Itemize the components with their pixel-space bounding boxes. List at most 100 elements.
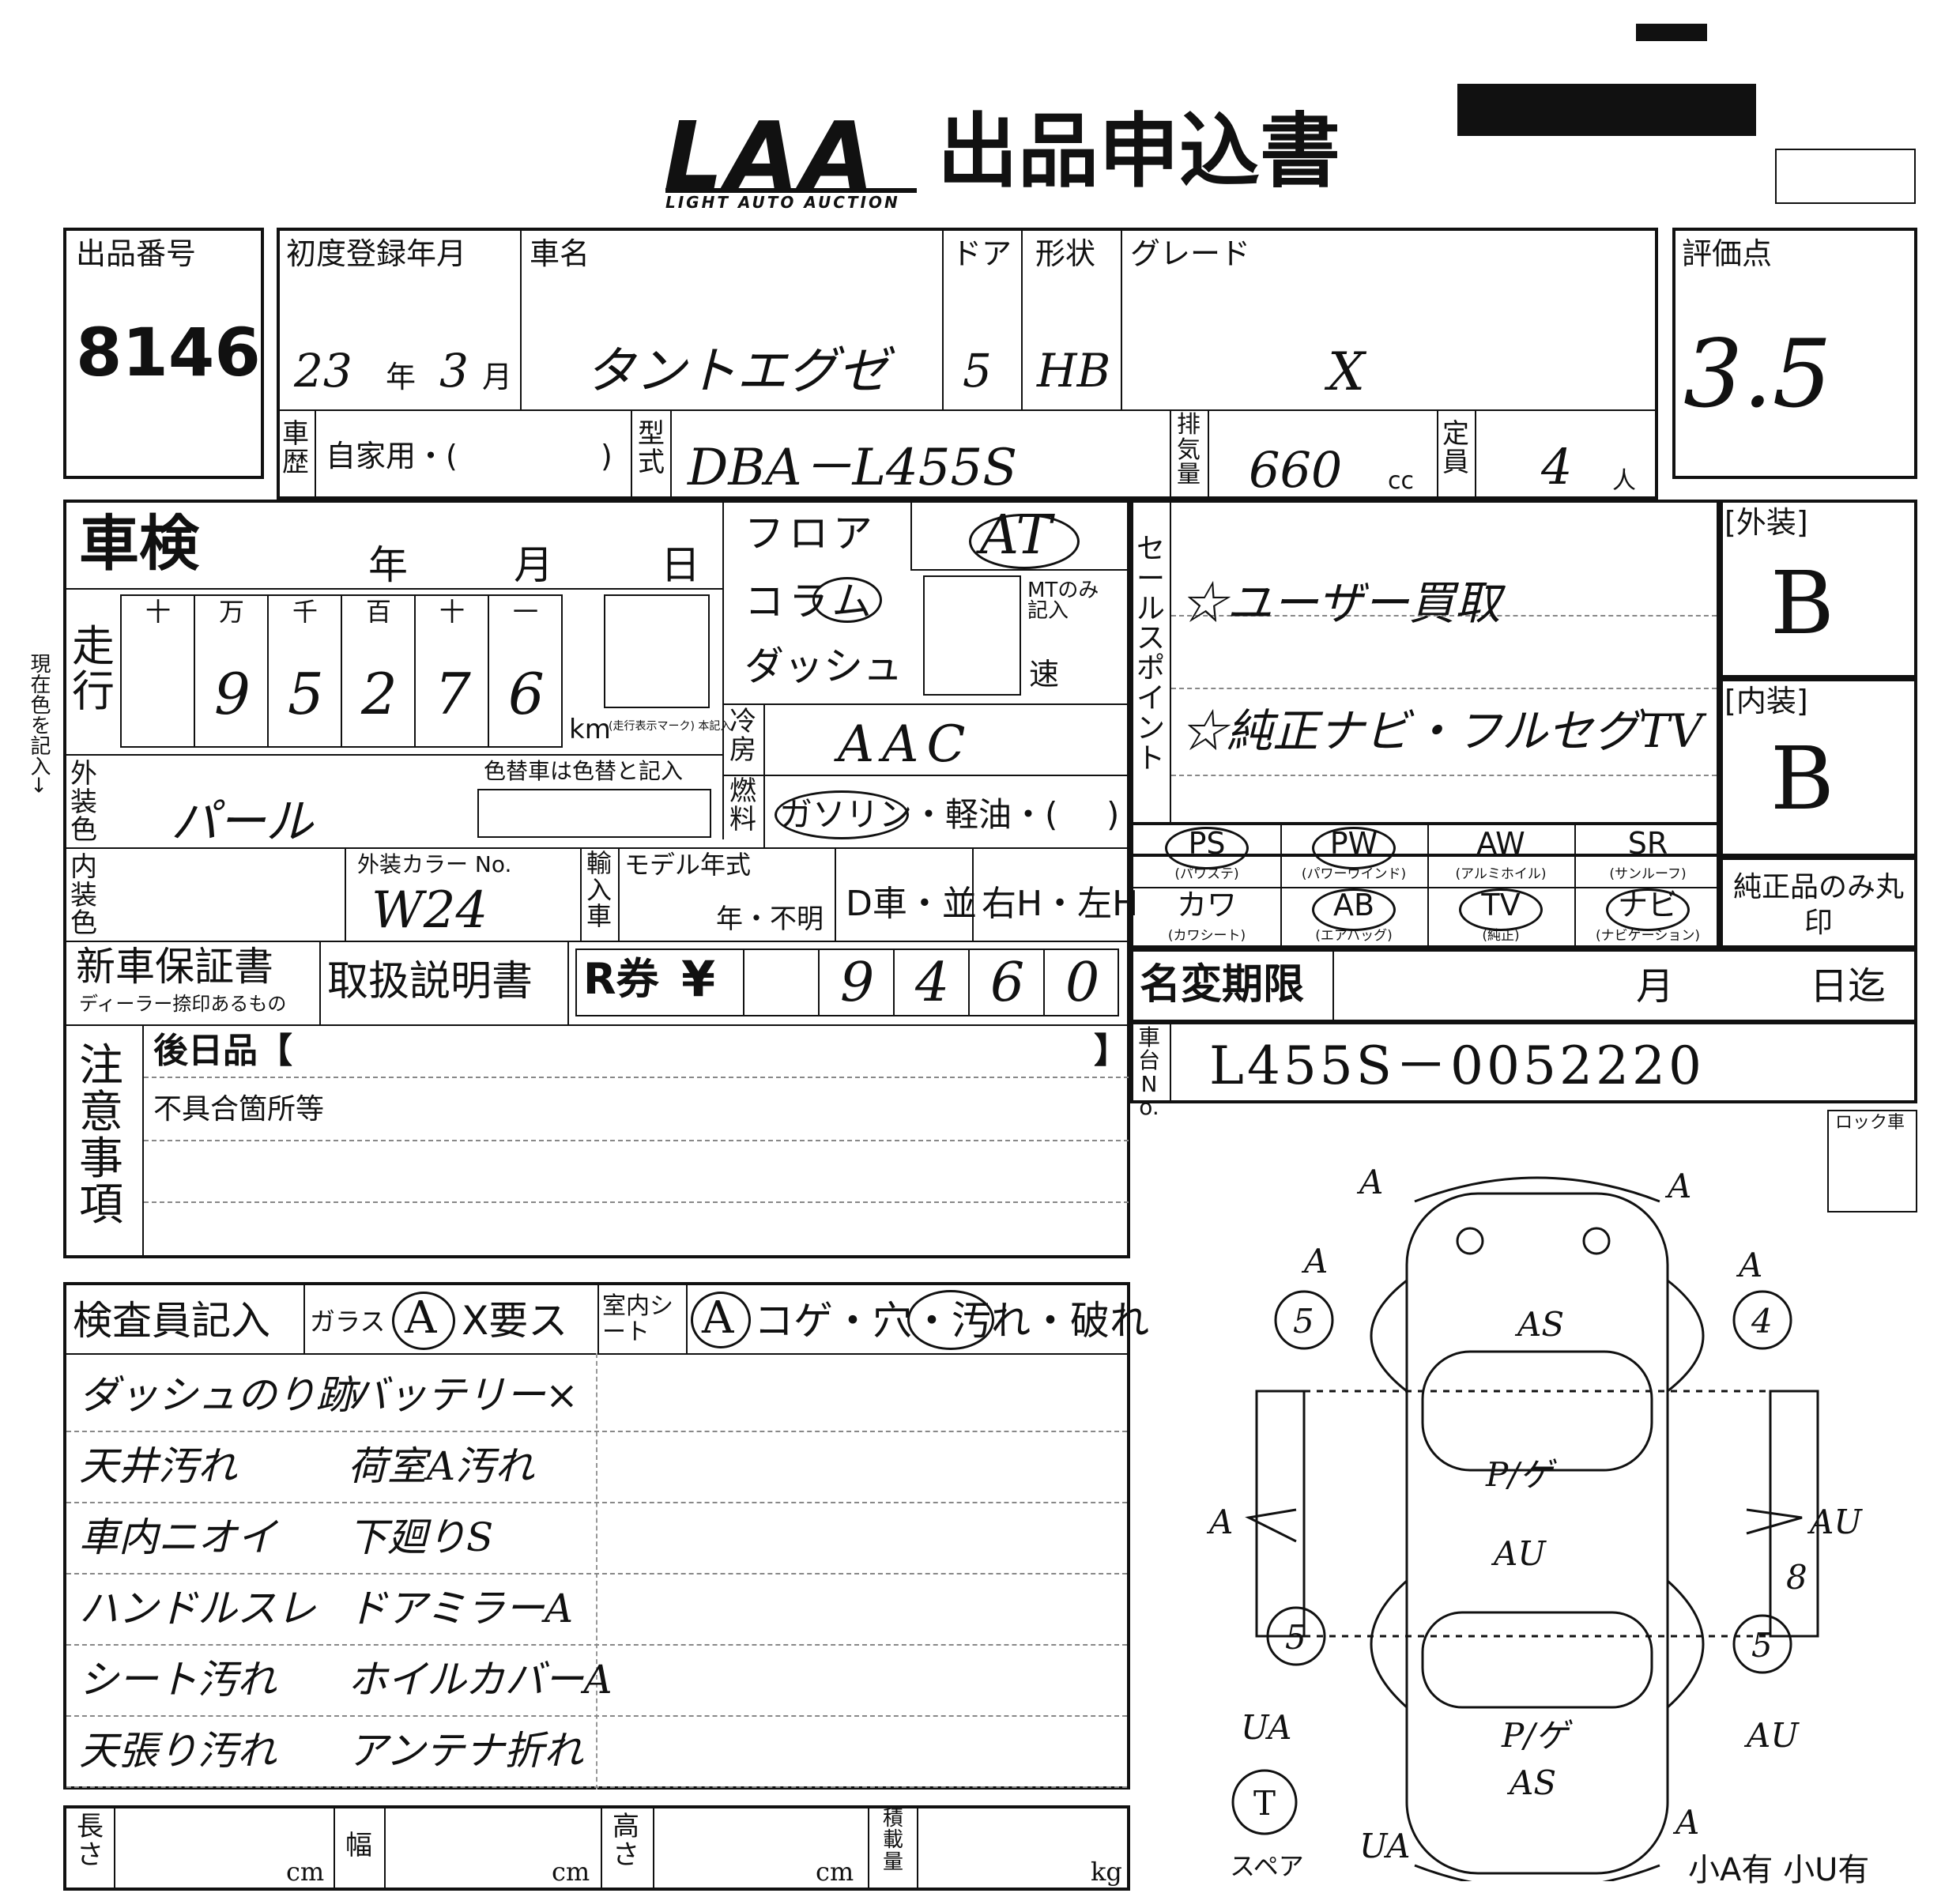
displacement-value: 660: [1249, 441, 1343, 499]
sales-point-label: セールスポイント: [1136, 533, 1165, 775]
inspection-day: 日: [661, 542, 700, 588]
left-rear-wheel-arch: [1370, 1579, 1408, 1709]
seat-circle: [691, 1292, 751, 1348]
equipment-box: [1130, 822, 1720, 948]
notes-later-close: 】: [1094, 1031, 1129, 1071]
form-title: 出品申込書: [937, 105, 1340, 199]
logo-underline: [665, 188, 917, 193]
inspector-note-left: ハンドルスレ: [79, 1586, 316, 1631]
equipment-sub: (カワシート): [1167, 928, 1246, 944]
shape-value: HB: [1037, 344, 1111, 398]
spare-tire: [1231, 1769, 1298, 1835]
score-box: [1672, 228, 1917, 479]
sales-point-box: [1130, 500, 1720, 857]
redacted-barcode: [1457, 84, 1756, 136]
model-label: 型式: [638, 418, 665, 478]
equipment-sub: (エアバッグ): [1315, 928, 1393, 944]
height-label: 高さ: [612, 1811, 639, 1871]
vehicle-info-box: [277, 228, 1658, 500]
tire-mark-front-left: 5: [1293, 1302, 1314, 1341]
damage-mark-roof-au: AU: [1491, 1534, 1547, 1573]
registration-month-unit: 月: [482, 360, 513, 394]
displacement-unit: cc: [1388, 467, 1414, 495]
name-change-box: [1130, 948, 1917, 1024]
headlight-right: [1582, 1227, 1611, 1255]
inspector-note-left: 車内ニオイ: [79, 1514, 277, 1560]
equipment-sub: (パワーウインド): [1301, 866, 1407, 882]
glass-x: X要ス: [462, 1298, 568, 1344]
inspection-month: 月: [514, 542, 553, 588]
recycle-digit: 9: [840, 952, 875, 1014]
inspection-year: 年: [368, 542, 408, 588]
mileage-place-label: 十: [439, 597, 466, 627]
column-circle: [812, 577, 882, 623]
width-label: 幅: [345, 1830, 372, 1861]
right-rear-wheel-arch: [1667, 1579, 1705, 1709]
tire-mark-rear-left: 5: [1285, 1618, 1306, 1657]
displacement-label: 排気量: [1177, 411, 1200, 488]
notes-later: 後日品【: [153, 1031, 292, 1071]
fuel-label: 燃料: [729, 775, 756, 835]
genuine-box: [1720, 857, 1917, 948]
damage-mark-hood: AS: [1514, 1305, 1564, 1344]
score-label: 評価点: [1682, 236, 1773, 271]
recycle-digit: 4: [915, 952, 950, 1014]
redacted-mark: [1636, 24, 1707, 41]
fuel-close: ): [1106, 795, 1120, 834]
car-body-outline: [1405, 1192, 1669, 1875]
height-unit: cm: [816, 1857, 854, 1887]
corner-box: [1775, 149, 1916, 204]
mileage-place-label: 万: [219, 597, 245, 627]
repaint-box: [477, 789, 711, 838]
registration-month: 3: [439, 344, 469, 398]
damage-mark-rear-left: UA: [1241, 1708, 1291, 1747]
registration-year-unit: 年: [386, 360, 416, 394]
score-value: 3.5: [1683, 319, 1832, 428]
equipment-code: AW: [1476, 826, 1525, 861]
inspector-note-left: 天張り汚れ: [79, 1728, 277, 1774]
equipment-circle: [1312, 888, 1396, 931]
grade-value: X: [1328, 341, 1365, 402]
mileage-unit-note: (走行表示マーク) 本記入: [609, 720, 732, 733]
spare-label: スペア: [1230, 1851, 1304, 1881]
interior-color-label: 内装色: [70, 851, 97, 940]
lock-label: ロック車: [1835, 1113, 1905, 1133]
warranty-label: 新車保証書: [76, 944, 273, 990]
recycle-cell-divider: [968, 948, 970, 1016]
mileage-digit: 6: [508, 661, 545, 727]
equipment-sub: (ナビゲーション): [1596, 928, 1700, 944]
damage-mark-fender-right: A: [1736, 1246, 1762, 1284]
inspector-note-rule: [66, 1502, 1127, 1503]
shift-circle: [969, 514, 1080, 569]
mileage-cell-divider: [194, 594, 195, 748]
lot-number: 8146: [76, 314, 261, 391]
dealer-option: D車・並: [846, 884, 977, 924]
exterior-color-label: 外装色: [70, 758, 97, 847]
recycle-box: [575, 948, 1119, 1016]
history-close: ): [601, 439, 612, 473]
rear-bumper: [1414, 1864, 1660, 1881]
mt-label: MTのみ記入: [1027, 579, 1099, 623]
diagram-footer: 小A有 小U有: [1688, 1852, 1870, 1888]
notes-defects: 不具合箇所等: [153, 1093, 325, 1126]
width-unit: cm: [552, 1857, 590, 1887]
damage-mark-roof: P/ゲ: [1485, 1455, 1557, 1494]
mileage-place-label: 一: [513, 597, 539, 627]
damage-mark-right-rear-8: 8: [1786, 1558, 1807, 1597]
chassis-value: L455S－0052220: [1209, 1035, 1705, 1096]
shape-label: 形状: [1035, 236, 1096, 271]
mileage-digit: 2: [361, 661, 398, 727]
name-change-day: 日迄: [1810, 964, 1886, 1009]
aircon-value: AAC: [838, 715, 974, 774]
damage-mark-rear-right: AU: [1743, 1716, 1800, 1755]
front-bumper: [1414, 1176, 1660, 1203]
import-label: 輸入車: [586, 848, 612, 932]
recycle-digit: 0: [1065, 952, 1100, 1014]
recycle-cell-divider: [893, 948, 895, 1016]
length-unit: cm: [286, 1857, 325, 1887]
inspector-note-right: アンテナ折れ: [348, 1728, 583, 1774]
recycle-label: R券: [583, 954, 659, 1004]
exterior-grade-box: [1720, 500, 1917, 678]
doors-value: 5: [963, 344, 992, 398]
warranty-sub: ディーラー捺印あるもの: [79, 993, 287, 1015]
